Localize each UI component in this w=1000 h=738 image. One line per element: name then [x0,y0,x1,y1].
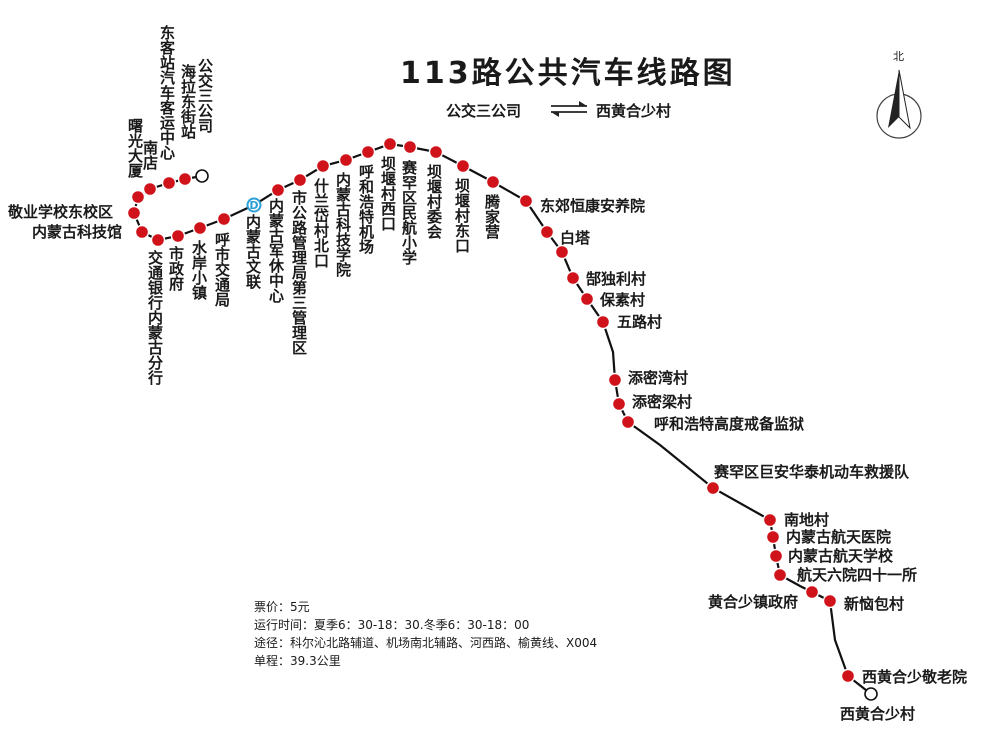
stop-label: 呼市交通局 [213,232,231,307]
stop-label: 航天六院四十一所 [797,566,918,584]
stop-label: 腾家营 [483,194,501,239]
stop-marker [170,228,186,244]
stop-marker [772,567,788,583]
stop-marker [485,174,501,190]
stop-label: 水岸小镇 [190,240,208,300]
stop-marker [579,291,595,307]
stop-label: 敬业学校东校区 [8,203,114,221]
stop-label: 南地村 [784,511,830,529]
stop-marker [804,584,820,600]
stop-marker [611,396,627,412]
stop-marker [402,139,418,155]
length-text: 单程：39.3公里 [254,654,341,668]
stop-marker [292,172,308,188]
stop-marker [428,144,444,160]
stop-marker [382,136,398,152]
stop-marker [595,314,611,330]
stop-marker [762,512,778,528]
stop-label: 保素村 [600,291,646,309]
stops-layer: D [126,136,878,701]
stop-label: 坝堰村委会 [425,164,443,239]
stop-label: 添密梁村 [632,393,693,411]
direction-from: 公交三公司 [446,102,522,120]
stop-label: 什兰岱村北口 [312,178,330,268]
transfer-stop-marker [246,197,262,213]
stop-label: 曙光大厦 [126,118,144,178]
stop-label: 海拉东街站 [179,64,197,139]
direction-to: 西黄合少村 [596,102,672,120]
north-arrow-icon [876,69,922,139]
stop-label: 交通银行内蒙古分行 [146,250,164,385]
stop-label: 呼和浩特高度戒备监狱 [654,415,805,433]
stop-marker [177,171,193,187]
stop-label: 西黄合少村 [840,705,916,723]
terminal-stop-marker [195,169,209,183]
stop-marker [765,529,781,545]
stop-marker [768,548,784,564]
stop-label: 赛罕区民航小学 [400,160,418,265]
stop-label: 东客站汽车客运中心 [158,25,176,160]
stop-marker [620,414,636,430]
bidirectional-arrow-icon [551,101,587,117]
transfer-letter: D [249,199,258,212]
stop-marker [607,372,623,388]
stop-label: 添密湾村 [628,369,689,387]
stop-label: 内蒙古科技馆 [32,223,123,241]
stop-marker [216,211,232,227]
stop-label: 公交三公司 [196,58,214,133]
stop-label: 呼和浩特机场 [357,164,375,254]
stop-marker [270,182,286,198]
compass-north-label: 北 [893,50,904,63]
stop-marker [134,224,150,240]
stop-marker [161,175,177,191]
stop-label: 西黄合少敬老院 [862,668,968,686]
stop-marker [539,224,555,240]
via-text: 途径：科尔沁北路辅道、机场南北辅路、河西路、榆黄线、X004 [254,636,598,650]
stop-marker [455,158,471,174]
stop-marker [315,158,331,174]
route-info: 票价：5元 运行时间：夏季6：30-18：30.冬季6：30-18：00 途径：… [254,598,597,670]
stop-label: 新恼包村 [844,595,905,613]
stop-marker [554,244,570,260]
stop-marker [518,193,534,209]
stop-label: 坝堰村东口 [453,178,471,253]
stop-label: 东郊恒康安养院 [540,197,646,215]
stop-label: 郜独利村 [586,270,647,288]
stop-marker [126,205,142,221]
fare-text: 票价：5元 [254,600,310,614]
stop-label: 市公路管理局第三管理区 [290,190,308,355]
map-title: 113路公共汽车线路图 [400,56,736,91]
stop-label: 内蒙古航天医院 [786,528,892,546]
stop-label: 南店 [141,140,159,170]
stop-marker [705,480,721,496]
stop-marker [142,181,158,197]
stop-label: 白塔 [560,229,591,247]
stop-marker [360,144,376,160]
stop-label: 内蒙古科技学院 [334,172,352,277]
stop-marker [565,270,581,286]
stop-label: 市政府 [167,246,185,291]
stop-label: 黄合少镇政府 [708,593,799,611]
stop-marker [130,189,146,205]
stop-marker [338,152,354,168]
stop-label: 内蒙古文联 [244,214,262,289]
hours-text: 运行时间：夏季6：30-18：30.冬季6：30-18：00 [254,618,530,632]
stop-label: 内蒙古航天学校 [788,547,894,565]
stop-marker [192,220,208,236]
stop-marker [150,232,166,248]
stop-label: 赛罕区巨安华泰机动车救援队 [714,463,910,481]
stop-label: 内蒙古军休中心 [267,198,285,303]
stop-label: 坝堰村西口 [379,156,397,231]
stop-marker [822,593,838,609]
stop-label: 五路村 [617,313,663,331]
stop-marker [840,668,856,684]
terminal-stop-marker [864,687,878,701]
